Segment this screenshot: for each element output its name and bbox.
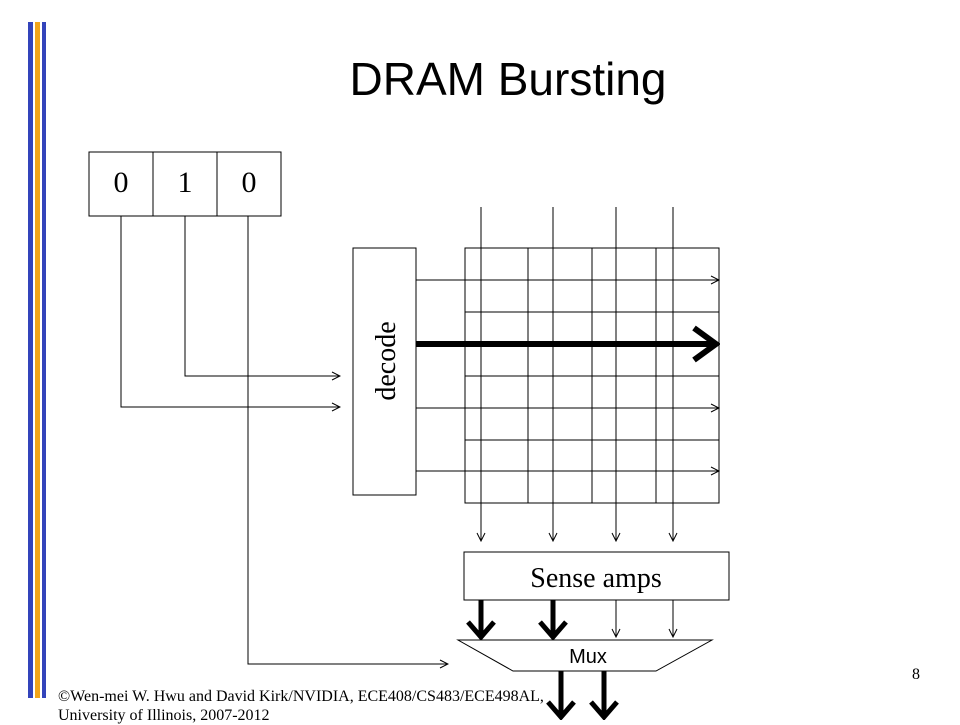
bit-lines — [481, 207, 673, 541]
address-register: 0 1 0 — [88, 151, 282, 217]
mux: Mux — [456, 639, 714, 672]
mux-output-arrows — [546, 671, 619, 720]
left-accent-bar-blue-2 — [42, 22, 46, 698]
footer-line-1: ©Wen-mei W. Hwu and David Kirk/NVIDIA, E… — [58, 688, 544, 705]
decoder-label: decode — [371, 321, 402, 400]
sense-amps: Sense amps — [463, 551, 730, 601]
address-bit-1: 1 — [178, 166, 193, 199]
left-accent-bar-orange — [35, 22, 40, 698]
address-wires — [120, 216, 448, 664]
page-number: 8 — [912, 666, 920, 683]
sense-to-mux-thick — [466, 600, 568, 641]
footer-line-2: University of Illinois, 2007-2012 — [58, 707, 270, 724]
sense-amps-label: Sense amps — [530, 563, 661, 594]
footer-credit: ©Wen-mei W. Hwu and David Kirk/NVIDIA, E… — [58, 687, 598, 725]
slide-title: DRAM Bursting — [349, 53, 667, 105]
address-bit-0: 0 — [114, 166, 129, 199]
address-bit-2: 0 — [242, 166, 257, 199]
left-accent-bar-blue — [28, 22, 33, 698]
memory-array — [464, 247, 720, 504]
word-lines — [416, 280, 719, 471]
row-decoder: decode — [352, 247, 417, 496]
sense-to-mux-thin — [616, 600, 673, 637]
mux-label: Mux — [569, 646, 607, 668]
